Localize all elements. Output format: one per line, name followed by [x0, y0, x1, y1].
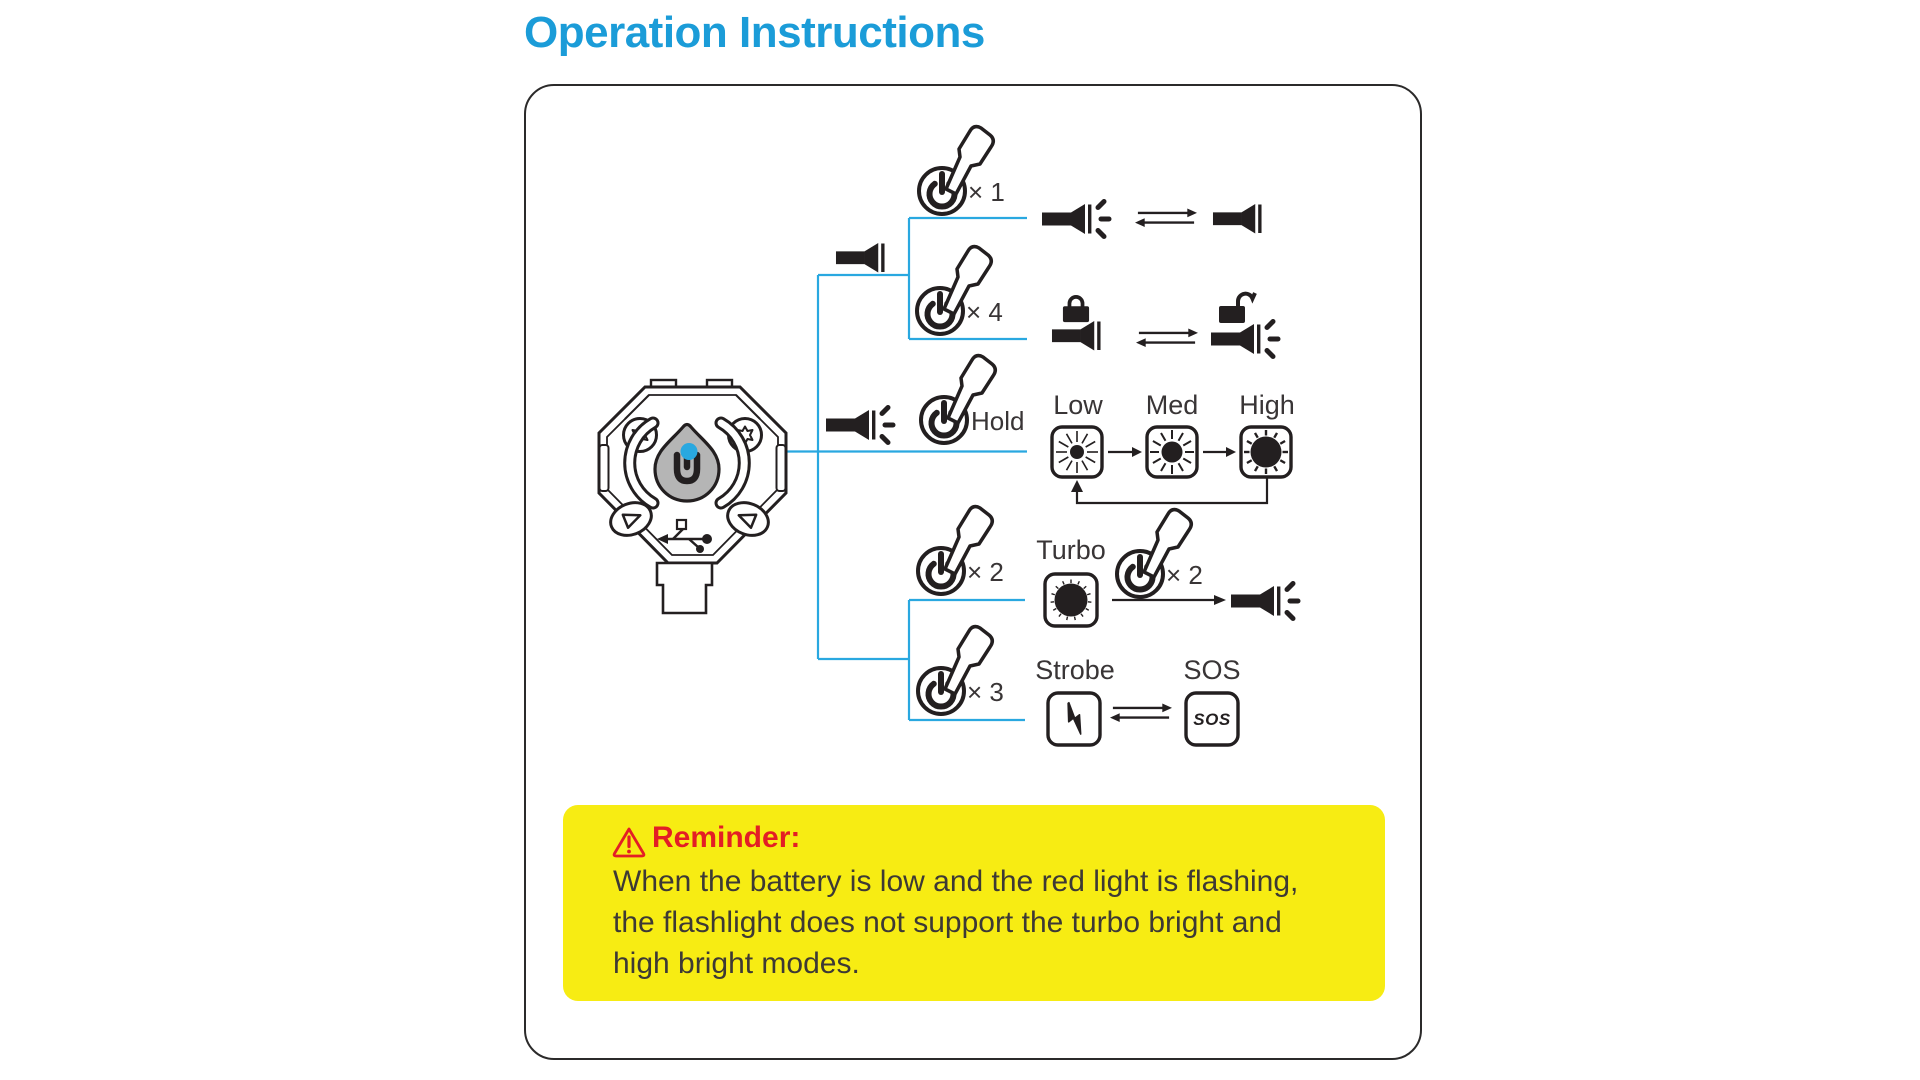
sos-badge-text: SOS	[1193, 710, 1231, 729]
press-x2-label: × 2	[967, 557, 1004, 587]
reminder-line: the flashlight does not support the turb…	[613, 906, 1282, 939]
reminder-heading: Reminder:	[652, 821, 801, 854]
reminder-line: high bright modes.	[613, 947, 860, 980]
strobe-label: Strobe	[1035, 655, 1115, 685]
med-label: Med	[1145, 390, 1199, 420]
press-x3-label: × 3	[967, 677, 1004, 707]
reminder-box	[563, 805, 1385, 1001]
reminder-text: When the battery is low and the red ligh…	[613, 861, 1298, 984]
page-title: Operation Instructions	[524, 8, 985, 57]
high-label: High	[1239, 390, 1295, 420]
press-x2-again-label: × 2	[1166, 560, 1203, 590]
press-x4-label: × 4	[966, 297, 1003, 327]
turbo-label: Turbo	[1036, 535, 1106, 565]
press-x1-label: × 1	[968, 177, 1005, 207]
warning-icon	[612, 827, 646, 858]
press-hold-label: Hold	[971, 406, 1025, 436]
low-label: Low	[1053, 390, 1103, 420]
reminder-line: When the battery is low and the red ligh…	[613, 865, 1299, 898]
sos-label: SOS	[1183, 655, 1241, 685]
